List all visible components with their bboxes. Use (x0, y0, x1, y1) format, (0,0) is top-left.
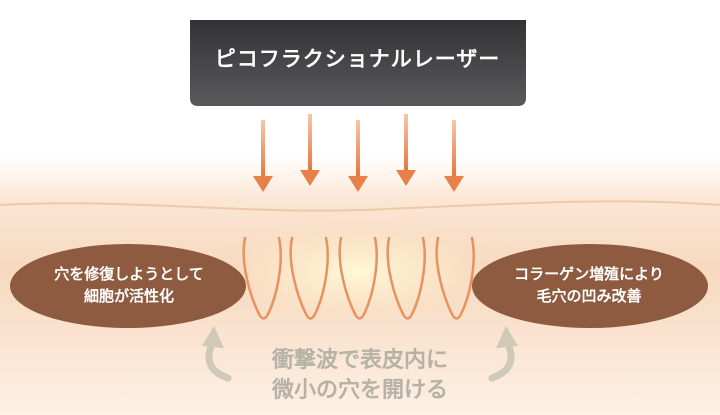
bottom-caption-line2: 微小の穴を開ける (271, 378, 448, 403)
laser-beam-arrow (348, 120, 368, 192)
laser-device-body (190, 20, 526, 106)
laser-beam-arrow (444, 120, 464, 192)
laser-beams (253, 114, 464, 192)
left-bubble-line2: 細胞が活性化 (83, 287, 174, 305)
right-curved-arrow (488, 326, 518, 382)
right-bubble (472, 244, 708, 328)
treatment-glow (208, 217, 508, 327)
left-curved-arrow (202, 326, 232, 382)
bottom-caption: 衝撃波で表皮内に 微小の穴を開ける (230, 346, 490, 406)
laser-beam-arrow (396, 114, 416, 186)
micro-hole (435, 236, 475, 320)
micro-hole (386, 236, 426, 320)
left-bubble-text: 穴を修復しようとして 細胞が活性化 (18, 263, 240, 307)
micro-hole (338, 236, 378, 320)
epidermis-line (0, 200, 720, 212)
micro-hole (242, 236, 282, 320)
micro-holes (242, 236, 475, 320)
left-bubble (10, 244, 246, 328)
micro-hole (289, 236, 329, 320)
laser-beam-arrow (300, 114, 320, 186)
laser-beam-arrow (253, 120, 273, 192)
bottom-caption-line1: 衝撃波で表皮内に (271, 348, 448, 373)
right-bubble-line2: 毛穴の凹み改善 (536, 287, 642, 305)
left-bubble-line1: 穴を修復しようとして (54, 265, 204, 283)
right-bubble-line1: コラーゲン増殖により (514, 265, 664, 283)
laser-device-label: ピコフラクショナルレーザー (214, 47, 501, 71)
right-bubble-text: コラーゲン増殖により 毛穴の凹み改善 (478, 263, 700, 307)
